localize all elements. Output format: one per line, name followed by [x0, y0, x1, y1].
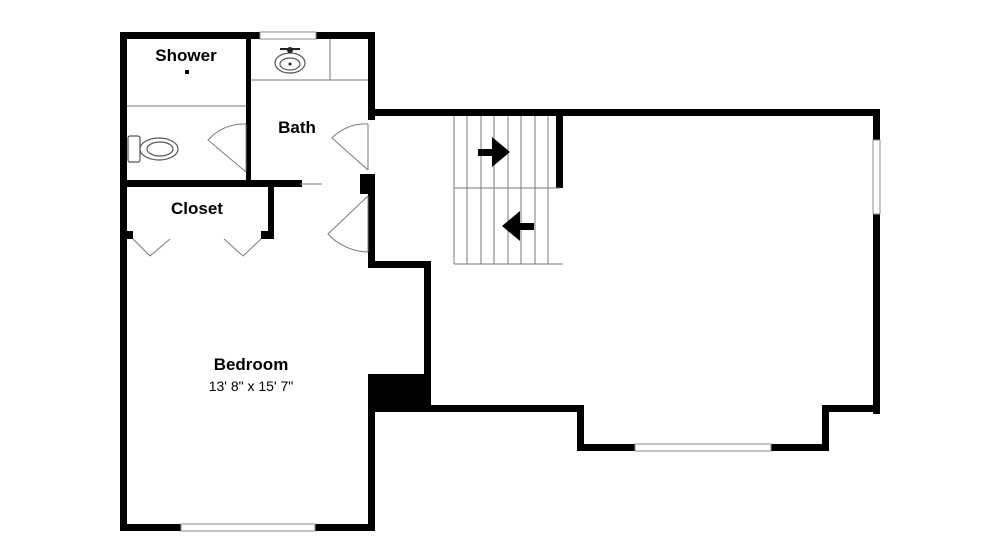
open-area-west-wall: [424, 261, 431, 409]
south-wall-east: [822, 405, 880, 412]
south-wall-mid: [424, 405, 584, 412]
bay-west-wall: [577, 405, 584, 451]
landing-south-wall: [368, 261, 430, 268]
shower-bath-wall: [246, 39, 251, 185]
arrow-right-icon: [478, 137, 510, 167]
window-east: [872, 139, 881, 215]
door-bath: [331, 123, 369, 171]
bath-corner-post: [360, 174, 375, 194]
door-toilet: [207, 123, 247, 173]
closet-north-wall: [120, 180, 302, 187]
bay-east-wall: [822, 405, 829, 451]
room-label-shower: Shower: [155, 46, 217, 65]
room-dimensions-bedroom: 13' 8" x 15' 7": [209, 378, 294, 394]
north-wall-right: [368, 109, 880, 116]
landing-west-wall: [368, 186, 375, 268]
walls: [120, 32, 880, 531]
room-label-bath: Bath: [278, 118, 316, 137]
door-bedroom: [327, 195, 369, 253]
closet-jamb-right: [261, 231, 274, 239]
toilet-icon: [127, 135, 179, 163]
closet-east-wall: [268, 187, 274, 239]
door-closet: [132, 238, 262, 257]
window-bedroom: [180, 523, 316, 532]
structural-column: [368, 374, 430, 412]
sink-icon: [274, 47, 306, 74]
room-label-bedroom: Bedroom: [214, 355, 289, 374]
shower-drain-icon: [185, 70, 189, 74]
windows: [180, 31, 881, 532]
bath-east-wall-upper: [368, 32, 375, 120]
doors: [132, 123, 369, 257]
east-wall: [873, 109, 880, 414]
closet-jamb-left: [120, 231, 133, 239]
bedroom-east-wall-lower: [368, 405, 375, 531]
room-label-closet: Closet: [171, 199, 223, 218]
arrow-left-icon: [502, 211, 534, 241]
west-wall: [120, 32, 127, 531]
window-bay: [634, 443, 772, 452]
north-wall-left: [120, 32, 375, 39]
window-bath: [259, 31, 317, 40]
stair-partition: [556, 116, 563, 188]
